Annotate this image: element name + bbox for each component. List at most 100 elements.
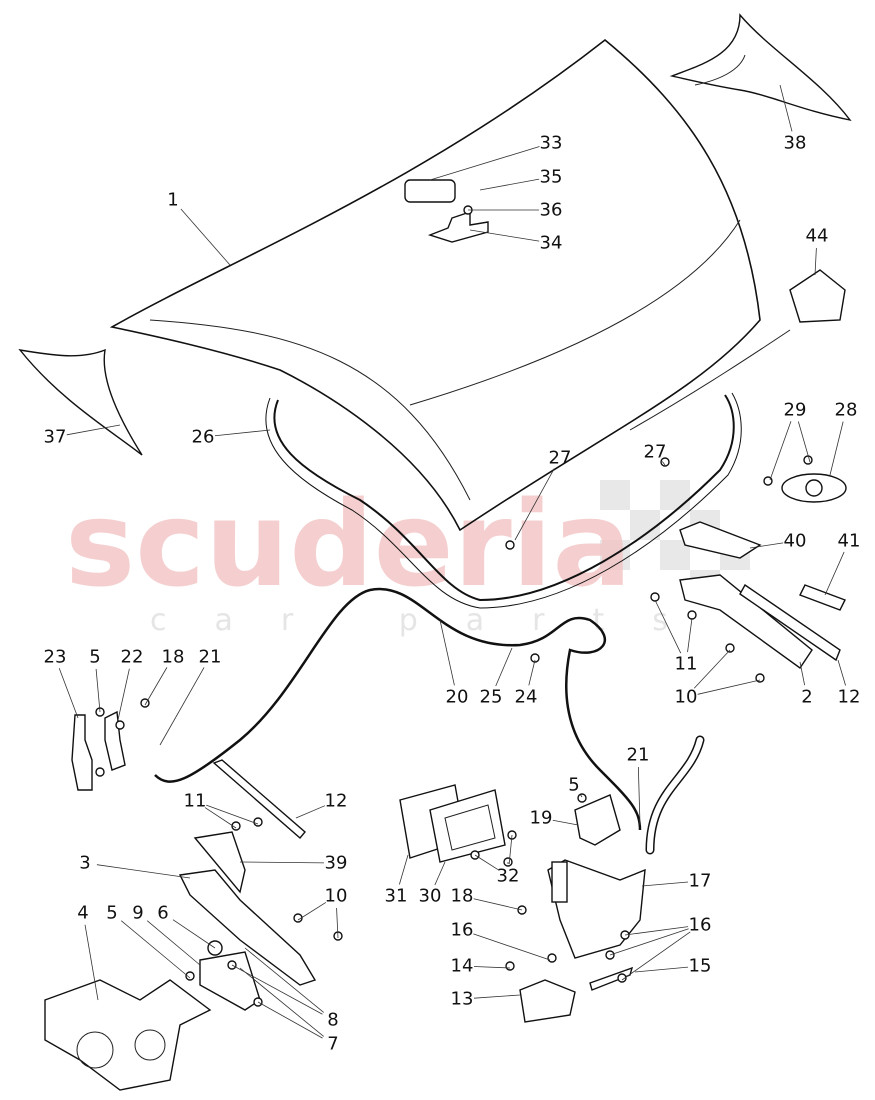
leader-line xyxy=(769,421,792,481)
release-cable xyxy=(154,587,642,831)
bolt-icon xyxy=(505,540,515,550)
callout-30: 30 xyxy=(419,886,442,907)
leader-line xyxy=(336,907,339,939)
bracket-22 xyxy=(104,710,126,771)
leader-line xyxy=(749,542,784,549)
leader-line xyxy=(244,947,324,1013)
strap-41 xyxy=(799,584,846,611)
leader-line xyxy=(609,928,689,956)
bolt-icon xyxy=(253,817,263,827)
callout-11: 11 xyxy=(184,791,207,812)
bolt-icon xyxy=(755,673,765,683)
leader-line xyxy=(117,668,130,721)
leader-line xyxy=(697,679,761,695)
leader-line xyxy=(206,804,259,825)
watermark-tagline: car parts xyxy=(150,603,716,638)
leader-line xyxy=(214,429,271,437)
watermark: scuderia car parts xyxy=(65,475,750,638)
callout-18: 18 xyxy=(451,886,474,907)
leader-line xyxy=(434,861,446,886)
leader-line xyxy=(473,933,551,961)
callout-29: 29 xyxy=(784,400,807,421)
callout-27: 27 xyxy=(644,442,667,463)
bolt-icon xyxy=(577,793,587,803)
callout-27: 27 xyxy=(549,448,572,469)
leader-line xyxy=(514,468,555,541)
leader-line xyxy=(797,421,811,463)
callout-38: 38 xyxy=(784,133,807,154)
frame-30 xyxy=(429,789,506,863)
leader-line xyxy=(429,146,540,181)
callout-4: 4 xyxy=(77,903,88,924)
callout-39: 39 xyxy=(325,853,348,874)
leader-line xyxy=(634,966,689,973)
bolt-icon xyxy=(617,973,627,983)
bolt-icon xyxy=(547,953,557,963)
callout-31: 31 xyxy=(385,886,408,907)
hinge-right xyxy=(679,574,841,669)
leader-line xyxy=(439,619,455,686)
leader-line xyxy=(580,794,583,798)
leader-line xyxy=(814,247,817,276)
leader-line xyxy=(239,861,325,864)
callout-14: 14 xyxy=(451,956,474,977)
trim-38 xyxy=(669,13,852,122)
bracket-34 xyxy=(427,211,489,243)
callout-16: 16 xyxy=(451,920,474,941)
callout-5: 5 xyxy=(106,903,117,924)
hinge-left xyxy=(178,869,317,986)
leader-line xyxy=(172,919,216,949)
bolt-icon xyxy=(231,821,241,831)
callout-20: 20 xyxy=(446,687,469,708)
leader-line xyxy=(144,667,168,706)
callout-21: 21 xyxy=(627,745,650,766)
callout-10: 10 xyxy=(675,687,698,708)
switch-44 xyxy=(789,269,846,323)
leader-line xyxy=(295,805,326,819)
leader-line xyxy=(552,819,579,826)
callout-32: 32 xyxy=(497,866,520,887)
leader-line xyxy=(95,668,101,713)
leader-line xyxy=(473,966,511,969)
callout-7: 7 xyxy=(327,1034,338,1055)
bolt-icon xyxy=(505,961,515,971)
leader-line xyxy=(621,931,691,981)
callout-5: 5 xyxy=(89,647,100,668)
callout-36: 36 xyxy=(540,200,563,221)
emblem-28 xyxy=(781,473,847,503)
bolt-icon xyxy=(803,455,813,465)
trunk-lid xyxy=(109,38,761,532)
bolt-icon xyxy=(185,971,195,981)
callout-34: 34 xyxy=(540,233,563,254)
callout-5: 5 xyxy=(568,775,579,796)
leader-line xyxy=(66,424,121,436)
callout-40: 40 xyxy=(784,531,807,552)
leader-line xyxy=(508,834,513,865)
leader-line xyxy=(661,461,666,466)
switch-13 xyxy=(519,979,576,1023)
callout-22: 22 xyxy=(121,647,144,668)
leader-line xyxy=(180,208,231,266)
leader-line xyxy=(120,920,191,979)
callout-18: 18 xyxy=(162,647,185,668)
leader-line xyxy=(473,994,521,999)
callout-35: 35 xyxy=(540,167,563,188)
bracket-39 xyxy=(193,831,246,894)
leader-line xyxy=(693,649,731,689)
bolt-icon xyxy=(687,610,697,620)
callout-33: 33 xyxy=(540,133,563,154)
callout-12: 12 xyxy=(325,791,348,812)
callout-9: 9 xyxy=(132,903,143,924)
bolt-icon xyxy=(650,592,660,602)
leader-line xyxy=(495,647,513,687)
callout-2: 2 xyxy=(801,687,812,708)
leader-line xyxy=(239,967,324,1037)
callout-24: 24 xyxy=(515,687,538,708)
leader-line xyxy=(58,668,79,719)
callout-12: 12 xyxy=(838,687,861,708)
leader-line xyxy=(204,807,237,829)
leader-line xyxy=(624,926,689,936)
plate-9 xyxy=(199,951,261,1011)
handle-33 xyxy=(404,179,456,203)
